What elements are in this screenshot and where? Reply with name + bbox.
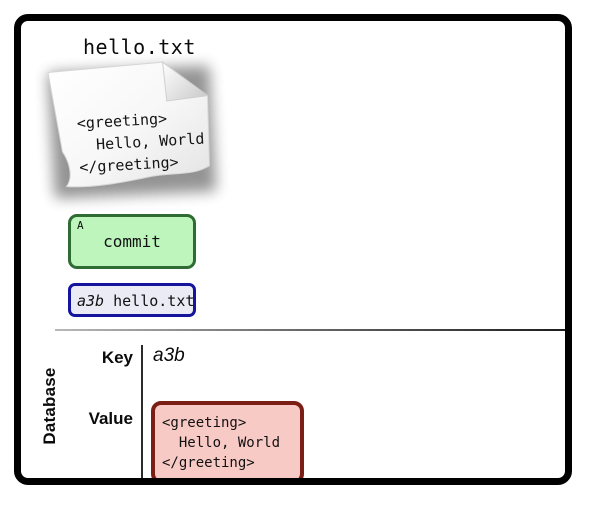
blob-reference-node[interactable]: a3b hello.txt xyxy=(68,283,196,317)
commit-node-label: commit xyxy=(103,232,161,251)
database-value-label: Value xyxy=(88,409,133,428)
document-content-text: <greeting> Hello, World </greeting> xyxy=(76,109,205,177)
blob-reference-text: a3b hello.txt xyxy=(77,292,194,310)
database-key-label: Key xyxy=(101,348,133,367)
document-page-shape xyxy=(46,58,216,191)
database-value-content: <greeting> Hello, World </greeting> xyxy=(162,415,281,471)
database-key-value: a3b xyxy=(153,345,185,366)
commit-letter-label: A xyxy=(77,219,84,232)
section-divider xyxy=(55,329,565,331)
page-title: hello.txt xyxy=(83,35,196,59)
database-section-label: Database xyxy=(40,367,59,445)
database-column-separator xyxy=(141,345,143,478)
document-page-icon: <greeting> Hello, World </greeting> xyxy=(45,59,235,204)
blob-hash-text: a3b xyxy=(77,292,105,310)
blob-filename-text: hello.txt xyxy=(104,292,195,310)
commit-node[interactable]: A commit xyxy=(68,214,196,269)
diagram-frame: hello.txt <gree xyxy=(14,14,572,485)
database-value-box[interactable]: <greeting> Hello, World </greeting> xyxy=(151,401,304,478)
